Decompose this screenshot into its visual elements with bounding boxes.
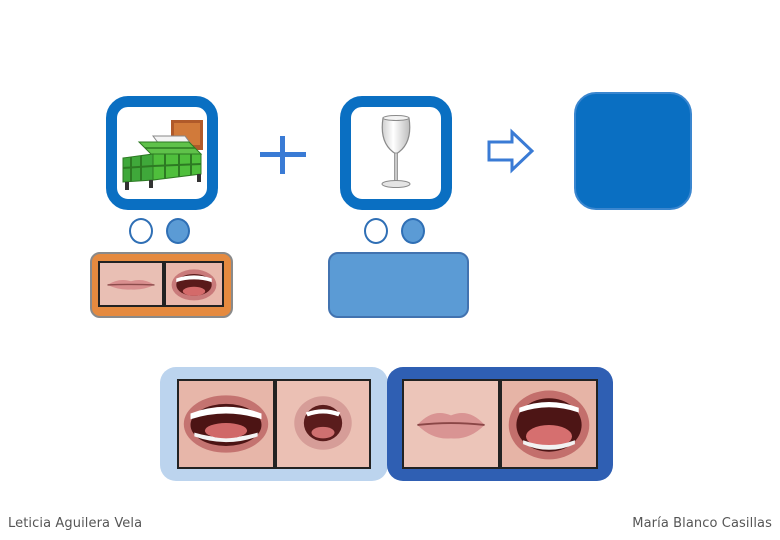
blank-phoneme-box <box>328 252 469 318</box>
result-card <box>574 92 692 210</box>
bed-pictogram-icon <box>122 120 203 190</box>
mouth-pursed-photo <box>402 379 500 469</box>
syllable-dot-full <box>166 218 190 244</box>
right-author: María Blanco Casillas <box>632 516 772 531</box>
syllable-dot-empty <box>364 218 388 244</box>
syllable-dot-full <box>401 218 425 244</box>
pale-blue-phoneme-strip <box>160 367 388 481</box>
arrow-right-icon <box>487 128 535 174</box>
mouth-closed-photo <box>98 261 164 307</box>
syllable-dot-empty <box>129 218 153 244</box>
mouth-round-open-photo <box>275 379 371 469</box>
mouth-wide-open-photo <box>177 379 275 469</box>
mouth-open-photo <box>164 261 224 307</box>
plus-icon <box>260 136 306 174</box>
bed-pictogram-card <box>106 96 218 210</box>
wine-glass-pictogram-card <box>340 96 452 210</box>
mouth-open-tongue-photo <box>500 379 598 469</box>
left-author: Leticia Aguilera Vela <box>8 516 143 531</box>
dark-blue-phoneme-strip <box>387 367 613 481</box>
orange-phoneme-box <box>90 252 233 318</box>
wine-glass-pictogram-icon <box>381 115 411 188</box>
